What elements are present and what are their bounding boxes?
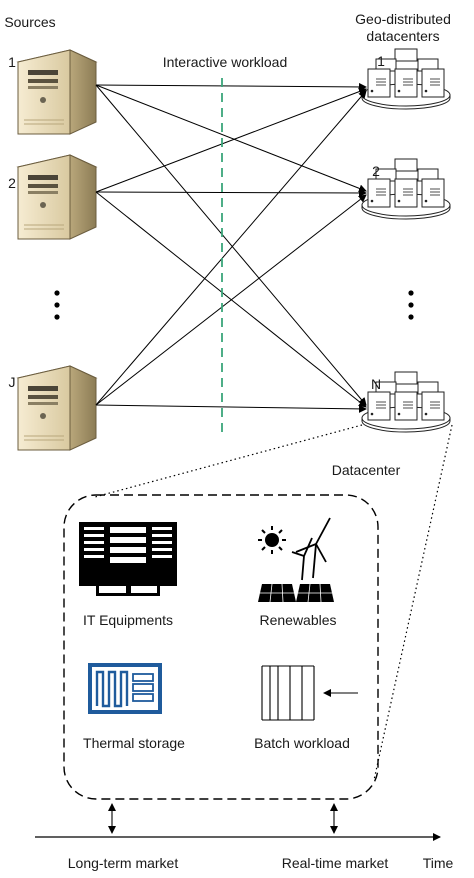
thermal-storage-icon xyxy=(88,663,162,714)
time-label: Time xyxy=(423,855,454,871)
workload-routes xyxy=(95,82,367,413)
datacenter-detail-label: Datacenter xyxy=(332,462,401,478)
interactive-workload-label: Interactive workload xyxy=(163,54,288,70)
real-time-market-label: Real-time market xyxy=(282,855,389,871)
source-server-icon xyxy=(17,154,97,240)
renewables-icon xyxy=(258,517,334,603)
it-equipment-icon xyxy=(79,522,177,596)
sources-title: Sources xyxy=(4,14,55,30)
zoom-lines xyxy=(94,424,453,781)
long-term-market-label: Long-term market xyxy=(68,855,179,871)
datacenter-detail-box xyxy=(63,494,379,800)
datacenters-ellipsis xyxy=(408,290,414,320)
sources-ellipsis xyxy=(54,290,60,320)
batch-workload-label: Batch workload xyxy=(254,735,350,751)
datacenter-index: 1 xyxy=(377,53,385,69)
source-index: J xyxy=(9,374,16,390)
it-equipments-label: IT Equipments xyxy=(83,612,173,628)
thermal-storage-label: Thermal storage xyxy=(83,735,185,751)
source-index: 1 xyxy=(8,54,16,70)
renewables-label: Renewables xyxy=(259,612,336,628)
datacenter-index: 2 xyxy=(372,163,380,179)
source-index: 2 xyxy=(8,175,16,191)
datacenter-cluster-icon xyxy=(361,48,451,110)
datacenter-index: N xyxy=(371,376,381,392)
batch-workload-icon xyxy=(261,665,358,721)
source-server-icon xyxy=(17,365,97,451)
datacenters-title-line1: Geo-distributed xyxy=(355,11,451,27)
source-server-icon xyxy=(17,49,97,135)
datacenters-title-line2: datacenters xyxy=(366,28,439,44)
